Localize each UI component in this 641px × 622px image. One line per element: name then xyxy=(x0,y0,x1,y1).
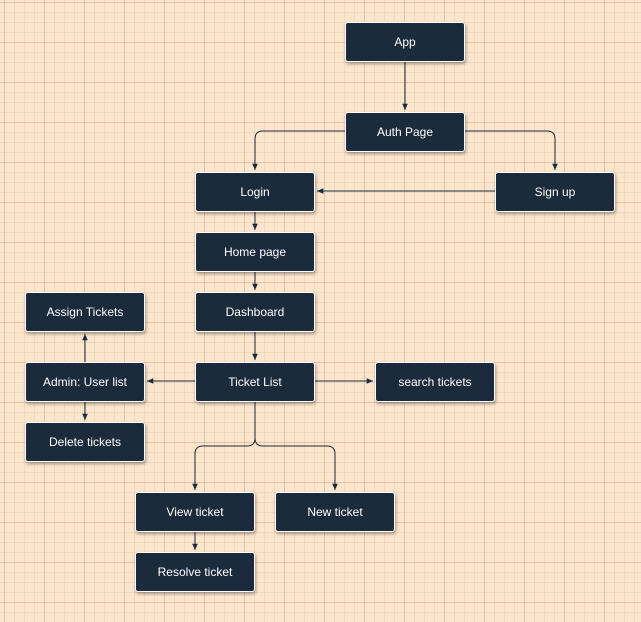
node-search-tickets[interactable]: search tickets xyxy=(375,362,495,402)
node-dashboard[interactable]: Dashboard xyxy=(195,292,315,332)
edge-auth-page-to-sign-up xyxy=(465,130,558,170)
node-new-ticket[interactable]: New ticket xyxy=(275,492,395,532)
node-view-ticket[interactable]: View ticket xyxy=(135,492,255,532)
node-ticket-list[interactable]: Ticket List xyxy=(195,362,315,402)
node-delete-tickets[interactable]: Delete tickets xyxy=(25,422,145,462)
edge-auth-page-to-login xyxy=(252,130,345,170)
edge-ticket-list-to-view-ticket xyxy=(192,402,256,490)
node-login[interactable]: Login xyxy=(195,172,315,212)
node-admin-user-list[interactable]: Admin: User list xyxy=(25,362,145,402)
node-home-page[interactable]: Home page xyxy=(195,232,315,272)
node-app[interactable]: App xyxy=(345,22,465,62)
node-auth-page[interactable]: Auth Page xyxy=(345,112,465,152)
node-resolve-ticket[interactable]: Resolve ticket xyxy=(135,552,255,592)
node-sign-up[interactable]: Sign up xyxy=(495,172,615,212)
edge-ticket-list-to-new-ticket xyxy=(254,402,338,490)
node-assign-tickets[interactable]: Assign Tickets xyxy=(25,292,145,332)
